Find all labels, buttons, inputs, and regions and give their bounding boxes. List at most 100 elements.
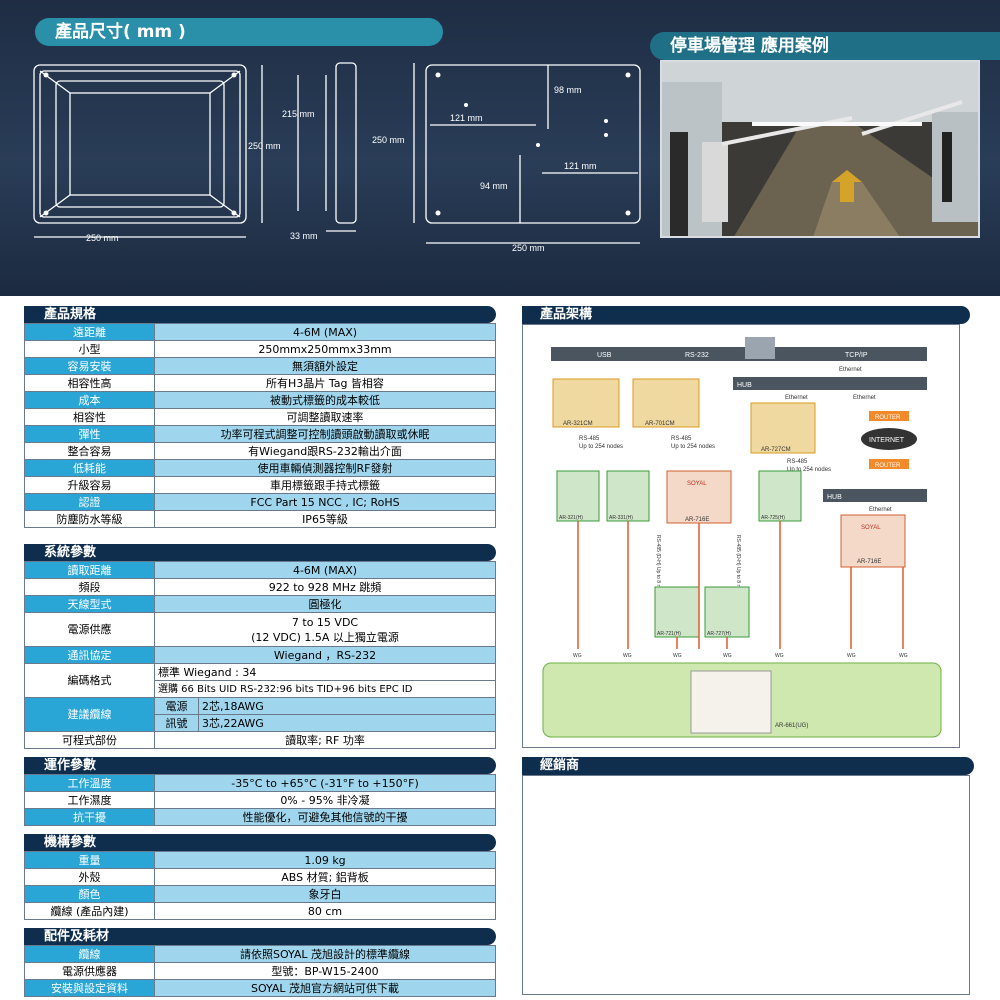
accessories-value: SOYAL 茂旭官方網站可供下載 bbox=[154, 979, 496, 997]
operation-value: 性能優化，可避免其他信號的干擾 bbox=[154, 808, 496, 826]
spec-row: 整合容易有Wiegand跟RS-232輸出介面 bbox=[24, 442, 496, 460]
spec-row: 升級容易車用標籤跟手持式標籤 bbox=[24, 476, 496, 494]
eth-c-label: Ethernet bbox=[869, 507, 892, 513]
encoding-key: 編碼格式 bbox=[24, 663, 155, 698]
mechanical-key: 顏色 bbox=[24, 885, 155, 903]
spec-key: 相容性 bbox=[24, 408, 155, 426]
cable-signal-value: 3芯,22AWG bbox=[198, 714, 496, 732]
prog-key: 可程式部份 bbox=[24, 731, 155, 749]
operation-key: 抗干擾 bbox=[24, 808, 155, 826]
spec-key: 相容性高 bbox=[24, 374, 155, 392]
operation-row: 工作溫度-35°C to +65°C (-31°F to +150°F) bbox=[24, 774, 496, 792]
spec-key: 認證 bbox=[24, 493, 155, 511]
spec-value: 被動式標籤的成本較低 bbox=[154, 391, 496, 409]
mechanical-key: 重量 bbox=[24, 851, 155, 869]
mechanical-value: 象牙白 bbox=[154, 885, 496, 903]
dimensions-title: 產品尺寸( mm ) bbox=[35, 18, 443, 46]
spec-row: 彈性功率可程式調整可控制讀頭啟動讀取或休眠 bbox=[24, 425, 496, 443]
router1-label: ROUTER bbox=[875, 415, 901, 421]
freq-key: 頻段 bbox=[24, 578, 155, 596]
front-outer bbox=[33, 64, 247, 224]
mechanical-value: ABS 材質; 鋁背板 bbox=[154, 868, 496, 886]
accessories-value: 型號：BP-W15-2400 bbox=[154, 962, 496, 980]
dev-725h: AR-725(H) bbox=[761, 515, 785, 521]
spec-key: 容易安裝 bbox=[24, 357, 155, 375]
dev-716e-a: AR-716E bbox=[685, 517, 709, 523]
dev-716e-b: AR-716E bbox=[857, 559, 881, 565]
accessories-key: 電源供應器 bbox=[24, 962, 155, 980]
freq-value: 922 to 928 MHz 跳頻 bbox=[154, 578, 496, 596]
vert-b: RS-485 (D-H) Up to 8 nodes bbox=[735, 535, 741, 599]
read-range-value: 4-6M (MAX) bbox=[154, 561, 496, 579]
pc-icon bbox=[745, 337, 775, 359]
spec-key: 遠距離 bbox=[24, 323, 155, 341]
read-range-key: 讀取距離 bbox=[24, 561, 155, 579]
dealer-title: 經銷商 bbox=[522, 757, 974, 775]
spec-value: 4-6M (MAX) bbox=[154, 323, 496, 341]
vert-a: RS-485 (D-H) Up to 8 nodes bbox=[655, 535, 661, 599]
rs485-b: RS-485 bbox=[671, 436, 692, 442]
accessories-row: 電源供應器型號：BP-W15-2400 bbox=[24, 962, 496, 980]
back-width-label: 250 mm bbox=[512, 243, 545, 253]
antenna-key: 天線型式 bbox=[24, 595, 155, 613]
prog-value: 讀取率; RF 功率 bbox=[154, 731, 496, 749]
dev-321h: AR-321(H) bbox=[559, 515, 583, 521]
operation-key: 工作濕度 bbox=[24, 791, 155, 809]
ethernet-top: Ethernet bbox=[839, 367, 862, 373]
depth-label: 33 mm bbox=[290, 231, 318, 241]
system-title: 系統參數 bbox=[24, 544, 496, 561]
spec-value: 有Wiegand跟RS-232輸出介面 bbox=[154, 442, 496, 460]
dev-727h: AR-727(H) bbox=[707, 631, 731, 637]
spec-value: 可調整讀取速率 bbox=[154, 408, 496, 426]
dev-331h: AR-331(H) bbox=[609, 515, 633, 521]
dev-721h: AR-721(H) bbox=[657, 631, 681, 637]
spec-row: 相容性高所有H3晶片 Tag 皆相容 bbox=[24, 374, 496, 392]
reader-image bbox=[690, 670, 772, 734]
upto-a: Up to 254 nodes bbox=[579, 444, 623, 450]
operation-section: 運作參數 工作溫度-35°C to +65°C (-31°F to +150°F… bbox=[24, 757, 496, 826]
spec-key: 低耗能 bbox=[24, 459, 155, 477]
spec-value: 250mmx250mmx33mm bbox=[154, 340, 496, 358]
front-height-label: 250 mm bbox=[248, 141, 281, 151]
parking-photo bbox=[660, 60, 980, 238]
back-98-label: 98 mm bbox=[554, 85, 582, 95]
accessories-title: 配件及耗材 bbox=[24, 928, 496, 945]
spec-key: 彈性 bbox=[24, 425, 155, 443]
wg-1: WG bbox=[573, 653, 582, 659]
cable-key: 建議纜線 bbox=[24, 697, 155, 732]
spec-title: 產品規格 bbox=[24, 306, 496, 323]
operation-title: 運作參數 bbox=[24, 757, 496, 774]
accessories-key: 安裝與設定資料 bbox=[24, 979, 155, 997]
back-121a-label: 121 mm bbox=[450, 113, 483, 123]
wg-5: WG bbox=[775, 653, 784, 659]
operation-row: 抗干擾性能優化，可避免其他信號的干擾 bbox=[24, 808, 496, 826]
wg-4: WG bbox=[723, 653, 732, 659]
rs485-c: RS-485 bbox=[787, 459, 808, 465]
hub1-label: HUB bbox=[737, 382, 752, 389]
dealer-box bbox=[522, 775, 970, 995]
upto-c: Up to 254 nodes bbox=[787, 467, 831, 473]
router2-label: ROUTER bbox=[875, 463, 901, 469]
power-value-2: (12 VDC) 1.5A 以上獨立電源 bbox=[251, 630, 399, 644]
side-height-label: 250 mm bbox=[372, 135, 405, 145]
spec-value: 無須額外設定 bbox=[154, 357, 496, 375]
rs485-a: RS-485 bbox=[579, 436, 600, 442]
architecture-title: 產品架構 bbox=[522, 306, 970, 324]
architecture-diagram: USB RS-232 TCP/IP Ethernet HUB Ethernet … bbox=[522, 324, 960, 748]
wg-2: WG bbox=[623, 653, 632, 659]
spec-key: 升級容易 bbox=[24, 476, 155, 494]
dimension-svg: 250 mm 250 mm 215 mm 33 mm 250 mm 98 mm … bbox=[33, 62, 641, 253]
spec-key: 整合容易 bbox=[24, 442, 155, 460]
hub2-label: HUB bbox=[827, 494, 842, 501]
power-value-1: 7 to 15 VDC bbox=[291, 615, 359, 629]
power-key: 電源供應 bbox=[24, 612, 155, 647]
back-121b-label: 121 mm bbox=[564, 161, 597, 171]
wg-3: WG bbox=[673, 653, 682, 659]
